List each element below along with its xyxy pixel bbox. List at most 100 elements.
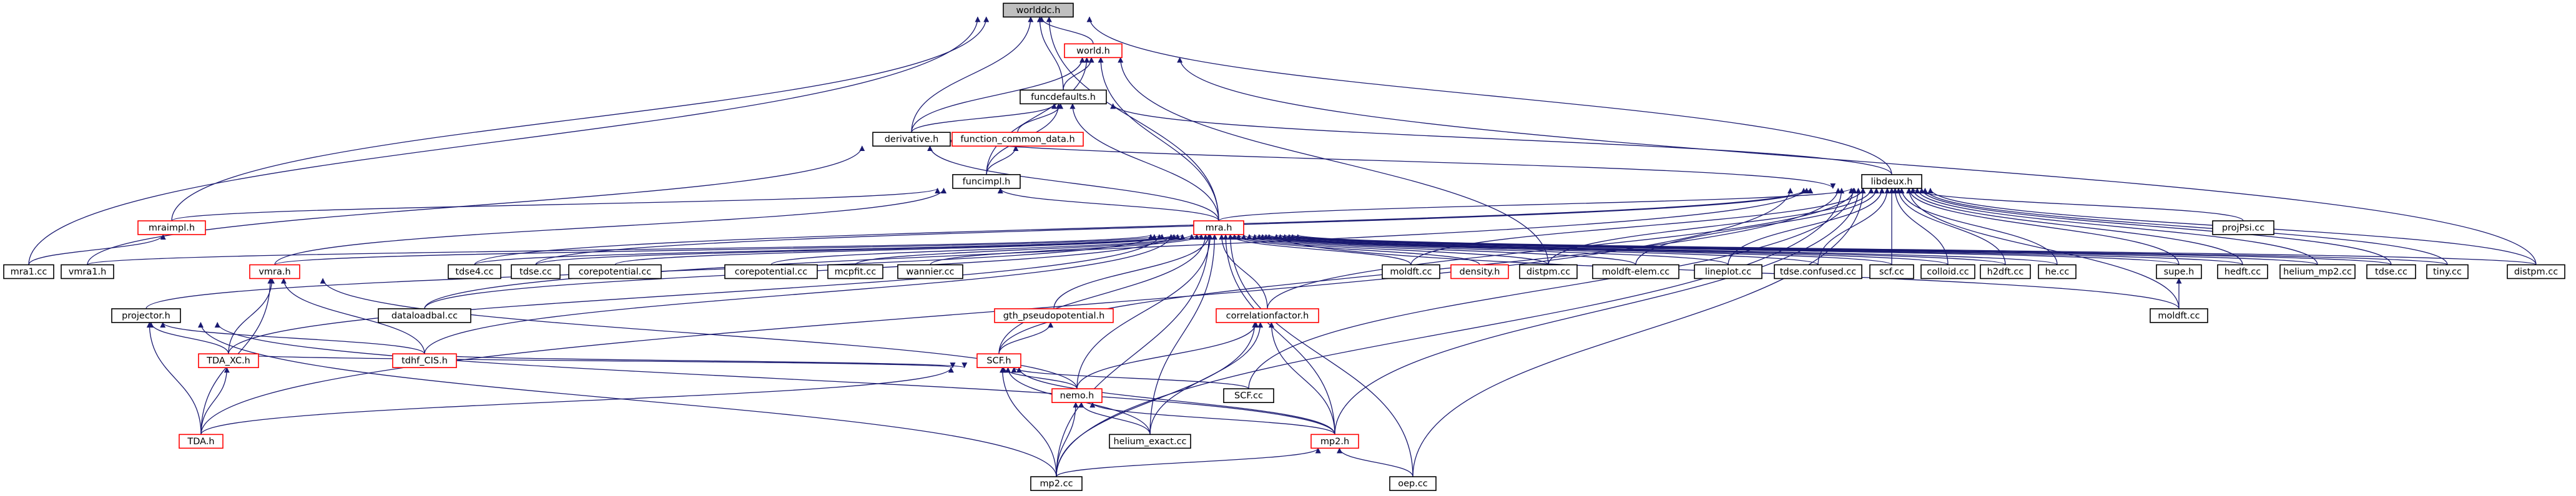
file-node-moldft[interactable]: moldft.cc: [1382, 264, 1440, 280]
node-box: [1389, 476, 1437, 491]
dependency-edge: [1076, 234, 1213, 389]
edge-tdhf-cis-to-projector: [160, 322, 425, 354]
dependency-edge: [911, 103, 1057, 133]
dependency-edge: [998, 234, 1209, 354]
edge-mp2-h-to-correlationfactor: [1268, 322, 1335, 435]
node-box: [724, 264, 818, 280]
node-label: SCF.cc: [1234, 391, 1263, 401]
file-node-funcimpl[interactable]: funcimpl.h: [952, 174, 1021, 189]
file-node-tdhf-cis[interactable]: tdhf_CIS.h: [392, 353, 457, 368]
dependency-edge: [1078, 402, 1151, 435]
file-node-oep[interactable]: oep.cc: [1389, 476, 1437, 491]
file-node-vmra[interactable]: vmra.h: [249, 264, 300, 280]
file-node-scf-cc[interactable]: SCF.cc: [1223, 388, 1274, 403]
node-box: [2150, 308, 2208, 323]
edge-tdse4-to-mra: [474, 234, 1177, 266]
file-node-tda[interactable]: TDA.h: [179, 434, 224, 449]
dependency-edge: [1063, 57, 1094, 90]
edge-mp2-h-to-mra: [1222, 234, 1335, 435]
file-node-he[interactable]: he.cc: [2038, 264, 2077, 280]
dependency-edge: [1177, 57, 2537, 265]
node-box: [568, 264, 662, 280]
node-label: h2dft.cc: [1987, 267, 2024, 277]
node-label: world.h: [1076, 46, 1110, 56]
file-node-helium-mp2[interactable]: helium_mp2.cc: [2279, 264, 2356, 280]
file-node-tdse-b[interactable]: tdse.cc: [2366, 264, 2416, 280]
file-node-moldft-h[interactable]: moldft.cc: [2150, 308, 2208, 323]
file-node-function-common-data[interactable]: function_common_data.h: [951, 132, 1084, 147]
file-node-density[interactable]: density.h: [1450, 264, 1509, 280]
file-node-nemo[interactable]: nemo.h: [1051, 388, 1103, 403]
dependency-edge: [1922, 187, 2448, 265]
file-node-hedft[interactable]: hedft.cc: [2217, 264, 2268, 280]
file-node-h2dft[interactable]: h2dft.cc: [1980, 264, 2031, 280]
file-node-tdse-confused[interactable]: tdse.confused.cc: [1774, 264, 1862, 280]
dependency-edge: [198, 322, 1057, 477]
file-node-corepotential-a[interactable]: corepotential.cc: [568, 264, 662, 280]
edge-lineplot-to-mra: [1246, 234, 1729, 266]
file-node-mra[interactable]: mra.h: [1193, 220, 1244, 235]
file-node-distpm-a[interactable]: distpm.cc: [1519, 264, 1578, 280]
node-box: [897, 264, 963, 280]
file-node-gth[interactable]: gth_pseudopotential.h: [994, 308, 1114, 323]
file-node-distpm-b[interactable]: distpm.cc: [2507, 264, 2565, 280]
node-label: vmra1.h: [69, 267, 107, 277]
file-node-mcpfit[interactable]: mcpfit.cc: [827, 264, 883, 280]
file-node-vmra1[interactable]: vmra1.h: [61, 264, 114, 280]
node-label: tiny.cc: [2433, 267, 2462, 277]
file-node-funcdefaults[interactable]: funcdefaults.h: [1020, 89, 1107, 105]
file-node-corepotential-b[interactable]: corepotential.cc: [724, 264, 818, 280]
node-label: moldft-elem.cc: [1602, 267, 1670, 277]
file-node-tiny[interactable]: tiny.cc: [2426, 264, 2469, 280]
dependency-edge: [1266, 234, 2058, 266]
edge-tda-xc-to-mra: [228, 234, 1163, 354]
edge-supe-to-libdeux: [1906, 187, 2180, 265]
file-node-worlddc[interactable]: worlddc.h: [1003, 2, 1074, 18]
node-label: lineplot.cc: [1705, 267, 1752, 277]
dependency-edge: [1295, 234, 2537, 266]
dependency-edges: [28, 16, 2537, 477]
node-label: tdhf_CIS.h: [401, 356, 448, 366]
file-node-world[interactable]: world.h: [1064, 43, 1123, 59]
node-box: [994, 308, 1114, 323]
file-node-tdse-a[interactable]: tdse.cc: [511, 264, 561, 280]
file-node-mra1[interactable]: mra1.cc: [3, 264, 54, 280]
dependency-edge: [1222, 234, 1335, 435]
edge-tdse-a-to-mra: [535, 234, 1181, 266]
file-node-projpsi[interactable]: projPsi.cc: [2212, 220, 2274, 235]
file-node-mp2-cc[interactable]: mp2.cc: [1030, 476, 1083, 491]
file-node-tda-xc[interactable]: TDA_XC.h: [198, 353, 259, 368]
edge-tdhf-cis-to-mra: [424, 234, 1174, 354]
file-node-supe[interactable]: supe.h: [2156, 264, 2202, 280]
file-node-lineplot[interactable]: lineplot.cc: [1694, 264, 1762, 280]
dependency-edge: [1252, 234, 1819, 266]
file-node-tdse4[interactable]: tdse4.cc: [448, 264, 501, 280]
file-node-scf-lower[interactable]: scf.cc: [1869, 264, 1914, 280]
file-node-mp2-h[interactable]: mp2.h: [1310, 434, 1359, 449]
file-node-scf-h[interactable]: SCF.h: [976, 353, 1021, 368]
node-label: tdse.cc: [2375, 267, 2407, 277]
node-label: funcdefaults.h: [1031, 92, 1096, 102]
file-node-mraimpl[interactable]: mraimpl.h: [137, 220, 206, 235]
file-node-derivative[interactable]: derivative.h: [872, 132, 951, 147]
file-node-colloid[interactable]: colloid.cc: [1920, 264, 1975, 280]
dependency-edge: [1056, 402, 1079, 477]
file-node-helium-exact[interactable]: helium_exact.cc: [1109, 434, 1191, 449]
file-node-libdeux[interactable]: libdeux.h: [1861, 174, 1922, 189]
file-node-moldft-elem[interactable]: moldft-elem.cc: [1592, 264, 1679, 280]
file-node-projector[interactable]: projector.h: [111, 308, 181, 323]
edge-tdhf-cis-to-vmra: [280, 278, 425, 354]
file-node-wannier[interactable]: wannier.cc: [897, 264, 963, 280]
node-label: mra1.cc: [11, 267, 47, 277]
file-node-dataloadbal[interactable]: dataloadbal.cc: [378, 308, 471, 323]
edge-mp2-cc-to-nemo: [1056, 402, 1079, 477]
dependency-edge: [1282, 234, 2318, 266]
edge-vmra1-to-derivative: [87, 145, 865, 265]
dependency-edge: [535, 234, 1181, 266]
file-node-correlationfactor[interactable]: correlationfactor.h: [1216, 308, 1319, 323]
edge-he-to-mra: [1266, 234, 2058, 266]
edge-tdse-b-to-libdeux: [1919, 187, 2392, 265]
edge-libdeux-to-funcdefaults: [1110, 103, 1892, 175]
edge-derivative-to-world: [911, 57, 1086, 133]
dependency-edge: [1016, 367, 1335, 435]
